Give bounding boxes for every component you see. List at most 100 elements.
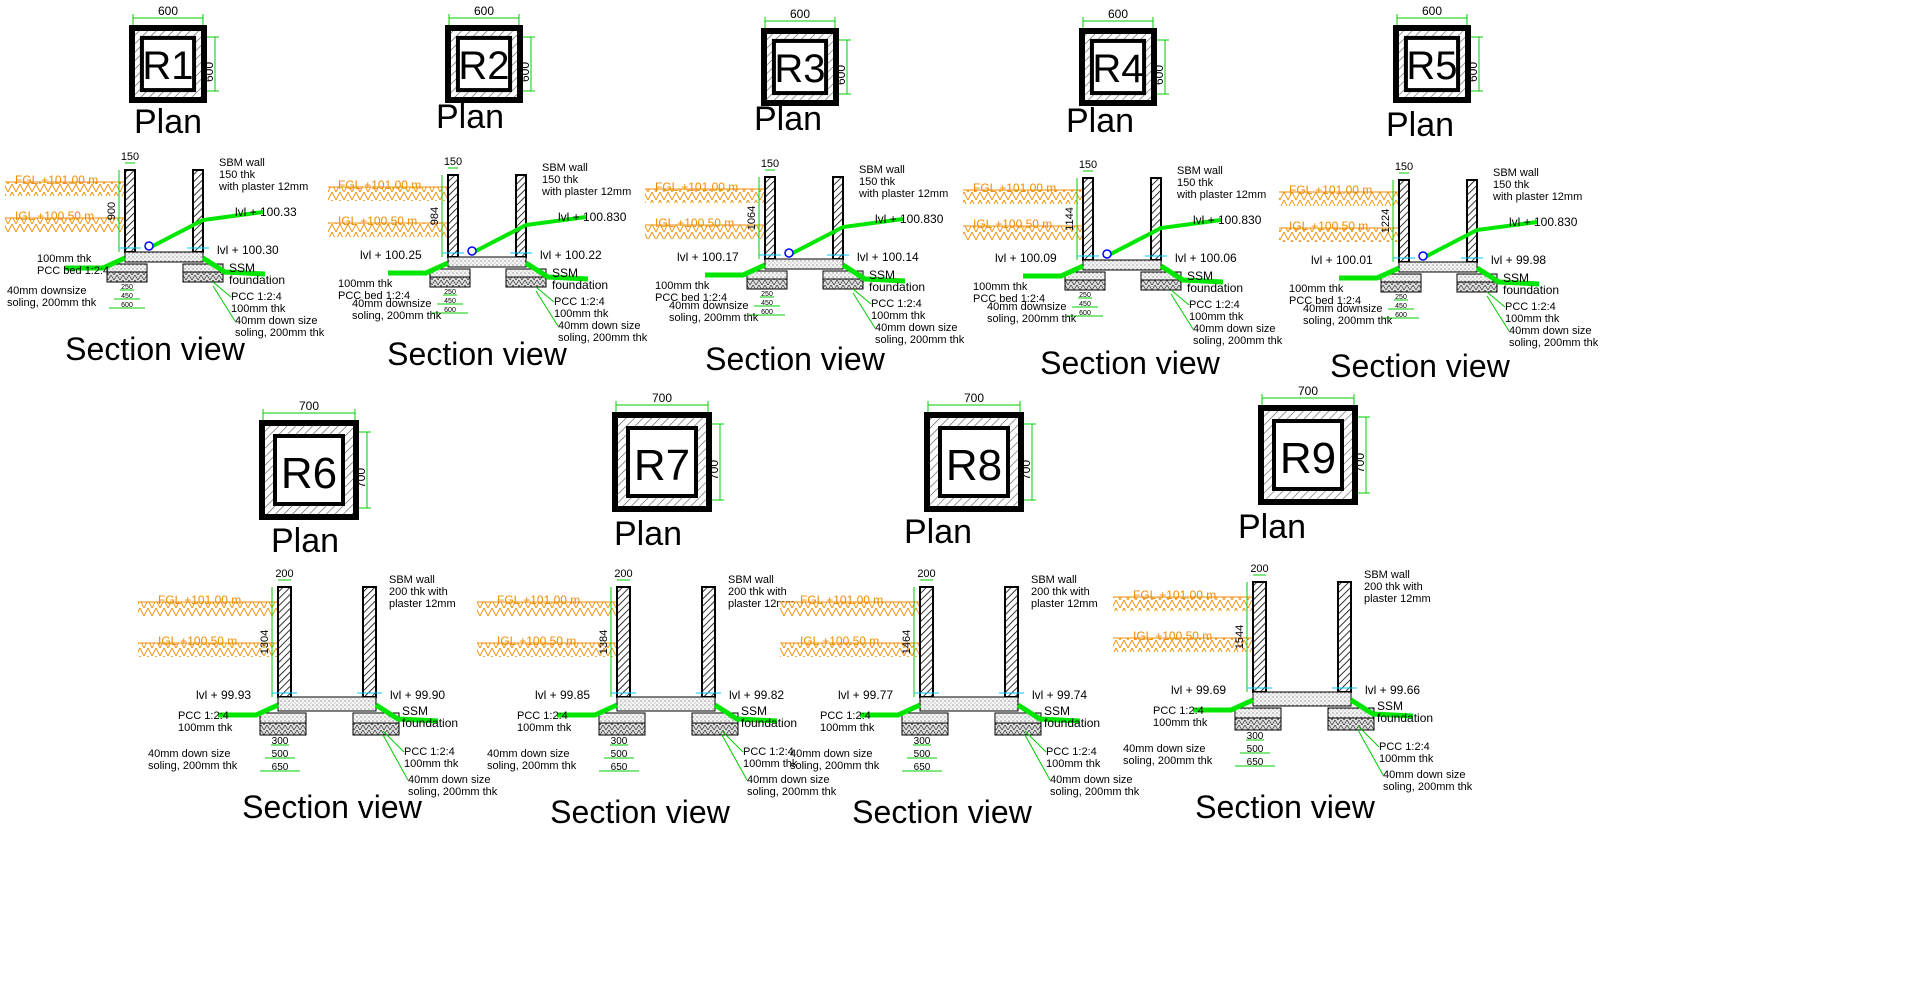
- wall-thk-label: 200: [275, 568, 293, 580]
- base-dim-label: 600: [121, 302, 133, 309]
- wall-thk-label: 200: [1250, 563, 1268, 575]
- plan-dim-top: 700: [964, 391, 984, 405]
- base-dim-label: 250: [1395, 294, 1407, 301]
- ssm-foundation-label: SSM: [229, 261, 255, 275]
- pcc-left-label: 100mm thk: [517, 722, 572, 734]
- pcc-label: 100mm thk: [1189, 311, 1244, 323]
- igl-label: IGL +100.50 m: [15, 209, 94, 223]
- outlet-pipe: [374, 702, 439, 724]
- plan-label: Plan: [904, 513, 972, 551]
- left-level-label: lvl + 99.77: [838, 688, 893, 702]
- soling-right: [994, 722, 1042, 736]
- sbm-wall-label: plaster 12mm: [728, 598, 795, 610]
- sbm-wall-label: with plaster 12mm: [1492, 191, 1582, 203]
- soling-left: [901, 722, 949, 736]
- plan-label: Plan: [271, 522, 339, 560]
- plan-opening: [1093, 42, 1143, 92]
- soling-left: [429, 276, 471, 288]
- inlet-pipe: [788, 217, 904, 257]
- soling-left-label: 40mm downsize: [7, 285, 86, 297]
- pipe-inlet-circle: [467, 246, 477, 256]
- soling-label: soling, 200mm thk: [1193, 335, 1283, 347]
- wall-thk-label: 150: [1079, 159, 1097, 171]
- left-wall: [1082, 177, 1094, 261]
- soling-label: soling, 200mm thk: [1509, 337, 1599, 349]
- plan-chamber-id: R7: [634, 441, 690, 490]
- soling-left-label: 40mm down size: [790, 748, 873, 760]
- plan-dim-top: 600: [1108, 7, 1128, 21]
- depth-label: 1224: [1380, 209, 1392, 233]
- plan-dim-top: 700: [1298, 384, 1318, 398]
- plan-opening: [630, 430, 694, 494]
- base-dim-label: 650: [1247, 757, 1264, 768]
- wall-thk-label: 150: [761, 158, 779, 170]
- soling-label: soling, 200mm thk: [875, 334, 965, 346]
- base-dim-label: 450: [1395, 303, 1407, 310]
- base-dim-label: 500: [914, 749, 931, 760]
- sbm-wall-label: SBM wall: [1031, 574, 1077, 586]
- soling-label: soling, 200mm thk: [1050, 786, 1140, 798]
- pcc-left-label: 100mm thk: [820, 722, 875, 734]
- pcc-bed-label: PCC bed 1:2:4: [1289, 295, 1361, 307]
- soling-label: 40mm down size: [747, 774, 830, 786]
- soling-left-label: 40mm down size: [1123, 743, 1206, 755]
- base-dim-label: 600: [761, 309, 773, 316]
- sbm-wall-label: SBM wall: [728, 574, 774, 586]
- sbm-wall-label: 150 thk: [542, 174, 579, 186]
- soling-left-label: soling, 200mm thk: [1303, 315, 1393, 327]
- fgl-label: FGL +101.00 m: [15, 173, 98, 187]
- base-dim-label: 600: [444, 307, 456, 314]
- plan-dim-top: 700: [299, 399, 319, 413]
- leader-line: [1024, 734, 1051, 781]
- soling-label: soling, 200mm thk: [558, 332, 648, 344]
- depth-label: 1464: [901, 630, 913, 654]
- plan-opening: [459, 39, 509, 89]
- plan-opening: [1407, 39, 1457, 89]
- plan-dim-top: 600: [1422, 4, 1442, 18]
- soling-label: 40mm down size: [408, 774, 491, 786]
- pcc-bed: [447, 256, 527, 268]
- soling-left: [1064, 279, 1106, 291]
- footing-left: [901, 712, 949, 724]
- pcc-label: PCC 1:2:4: [231, 291, 282, 303]
- outlet-pipe: [841, 262, 906, 284]
- plan-label: Plan: [1238, 508, 1306, 546]
- soling-left-label: 40mm down size: [487, 748, 570, 760]
- inlet-pipe-left: [1339, 265, 1401, 281]
- base-dim-label: 600: [1079, 310, 1091, 317]
- ssm-foundation-label: SSM: [552, 266, 578, 280]
- plan-dim-right: 700: [1353, 453, 1367, 473]
- outlet-pipe: [1016, 702, 1081, 724]
- base-dim-label: 500: [1247, 744, 1264, 755]
- plan-label: Plan: [754, 100, 822, 138]
- pcc-bed-label: PCC bed 1:2:4: [37, 265, 109, 277]
- base-dim-label: 300: [1247, 731, 1264, 742]
- soling-left-label: 40mm downsize: [669, 300, 748, 312]
- fgl-earth: [1113, 597, 1253, 611]
- igl-earth: [645, 225, 765, 239]
- leader-line: [212, 281, 232, 298]
- sbm-wall-label: plaster 12mm: [389, 598, 456, 610]
- base-dim-label: 300: [272, 736, 289, 747]
- sbm-wall-label: SBM wall: [219, 157, 265, 169]
- inlet-pipe-left: [557, 702, 619, 718]
- soling-left: [106, 271, 148, 283]
- depth-label: 1144: [1064, 207, 1076, 231]
- pcc-left-label: 100mm thk: [1153, 717, 1208, 729]
- soling-right: [691, 722, 739, 736]
- soling-label: soling, 200mm thk: [747, 786, 837, 798]
- inlet-pipe-left: [860, 702, 922, 718]
- inlet-level-label: lvl + 100.830: [875, 212, 944, 226]
- footing-left: [259, 712, 307, 724]
- soling-label: 40mm down size: [1383, 769, 1466, 781]
- pcc-label: PCC 1:2:4: [871, 298, 922, 310]
- soling-left: [746, 278, 788, 290]
- base-dim-label: 500: [611, 749, 628, 760]
- pcc-bed-label: 100mm thk: [655, 280, 710, 292]
